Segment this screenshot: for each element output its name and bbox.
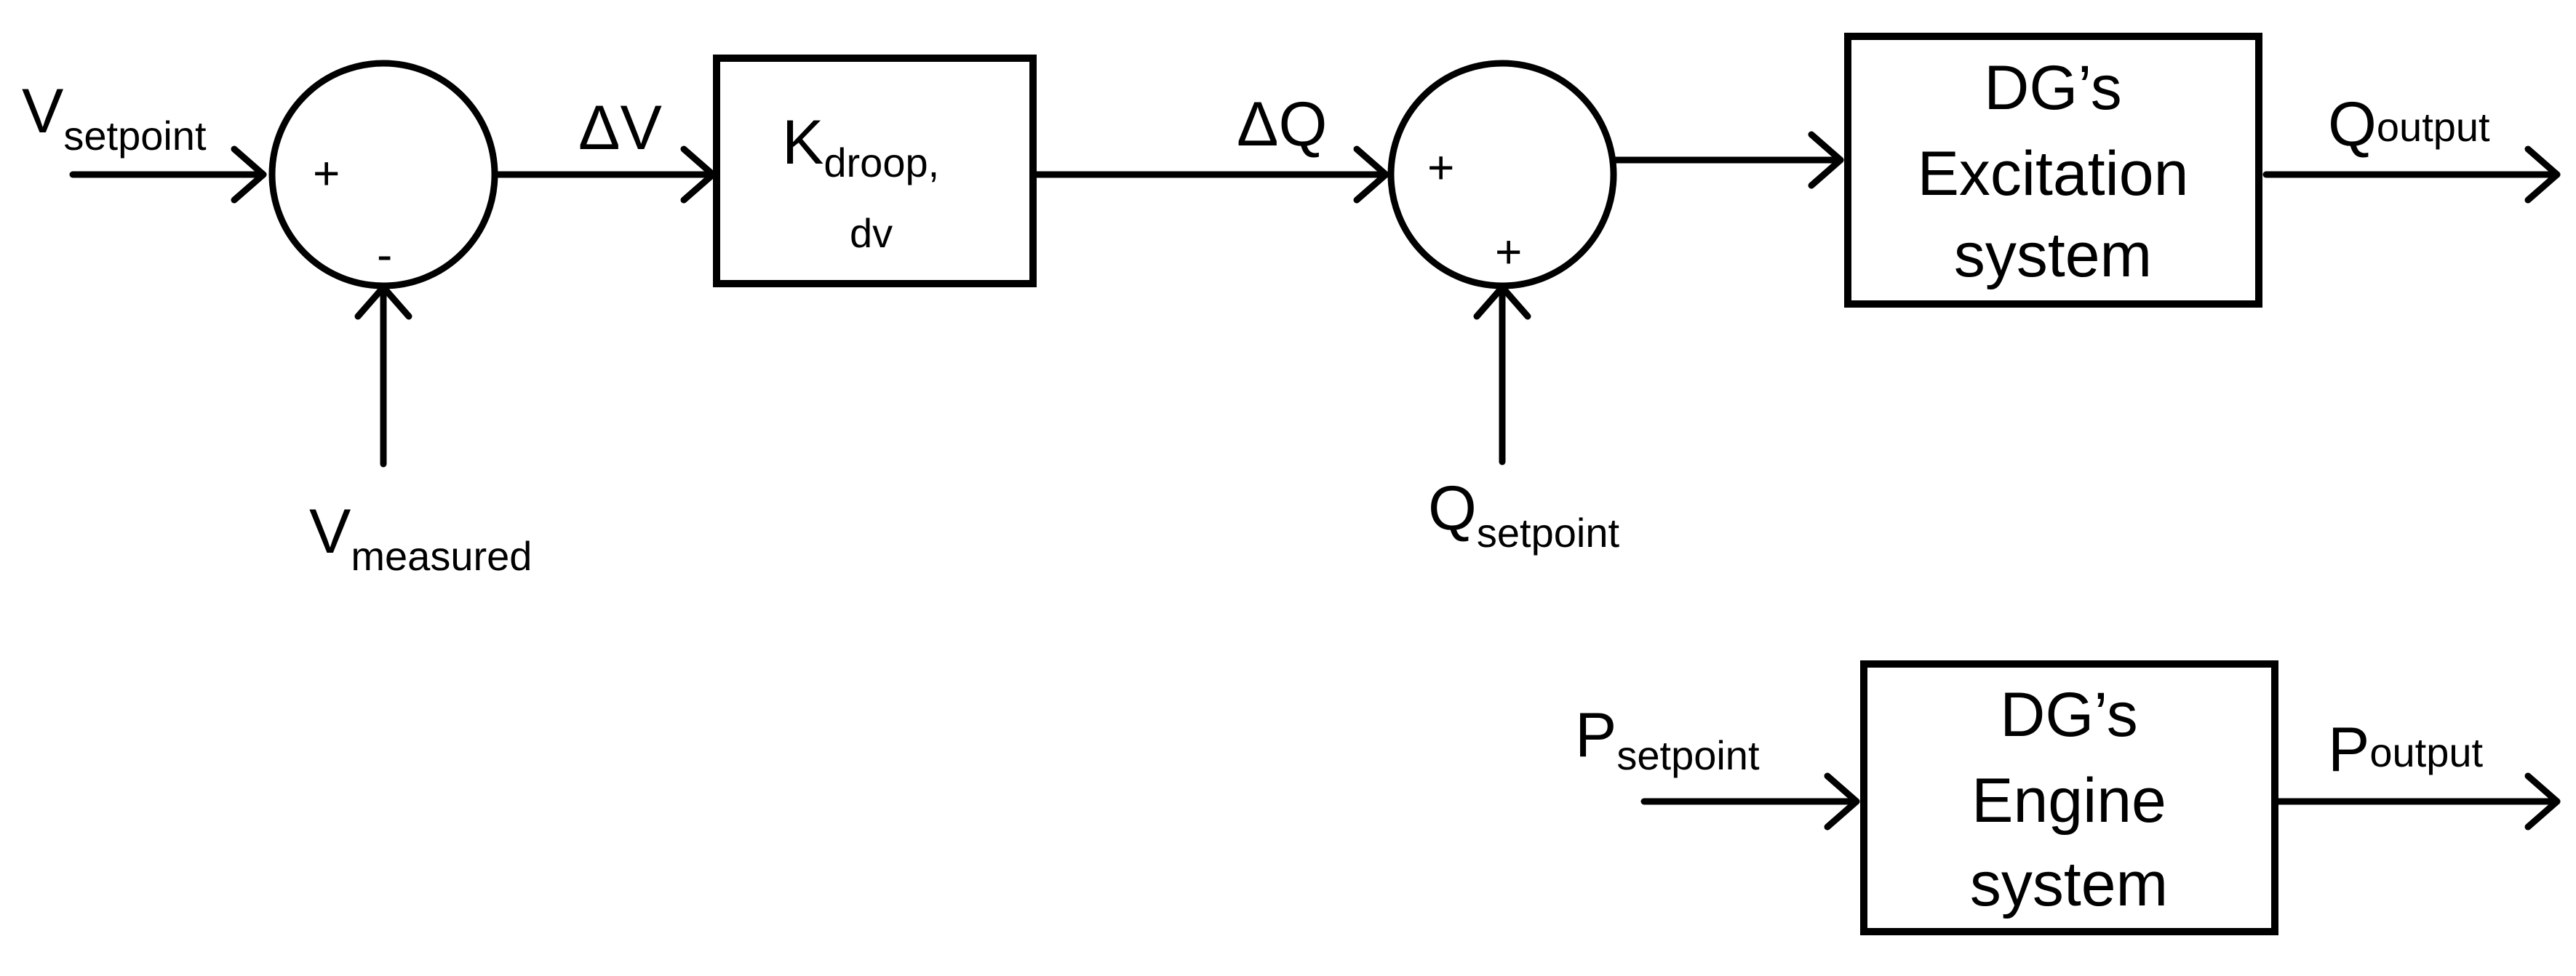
p-output-label: Poutput	[2328, 715, 2484, 785]
k-droop-label: Kdroop,	[782, 108, 939, 185]
engine-line-2: Engine	[1971, 766, 2166, 836]
p-setpoint-label: Psetpoint	[1575, 700, 1760, 778]
summer-2-plus-sign-left: +	[1427, 141, 1454, 193]
delta-v-label: ΔV	[578, 93, 662, 163]
p-output-arrow	[2275, 772, 2561, 831]
v-measured-arrow	[354, 284, 412, 468]
engine-system-block	[1860, 660, 2278, 935]
k-droop-block	[713, 55, 1037, 287]
p-setpoint-arrow	[1640, 772, 1860, 831]
v-measured-label: Vmeasured	[309, 497, 532, 579]
engine-line-1: DG’s	[2000, 680, 2138, 750]
k-droop-sub-dv: dv	[850, 210, 893, 256]
summer-1-minus-sign: -	[377, 228, 392, 281]
v-setpoint-arrow	[69, 145, 267, 204]
excitation-line-3: system	[1954, 220, 2152, 290]
summer-2-plus-sign-bottom: +	[1495, 225, 1522, 278]
summer-2-to-excitation-arrow	[1611, 131, 1844, 189]
delta-q-arrow	[1033, 145, 1389, 204]
q-output-label: Qoutput	[2328, 89, 2490, 159]
q-setpoint-label: Qsetpoint	[1428, 473, 1619, 556]
q-output-arrow	[2262, 145, 2561, 204]
excitation-line-1: DG’s	[1984, 53, 2122, 123]
excitation-system-block	[1844, 33, 2262, 308]
delta-q-label: ΔQ	[1237, 89, 1327, 159]
summer-1-plus-sign: +	[313, 147, 340, 199]
q-setpoint-arrow	[1473, 284, 1531, 465]
v-setpoint-label: Vsetpoint	[22, 76, 207, 159]
excitation-line-2: Excitation	[1918, 139, 2189, 209]
engine-line-3: system	[1970, 849, 2168, 919]
